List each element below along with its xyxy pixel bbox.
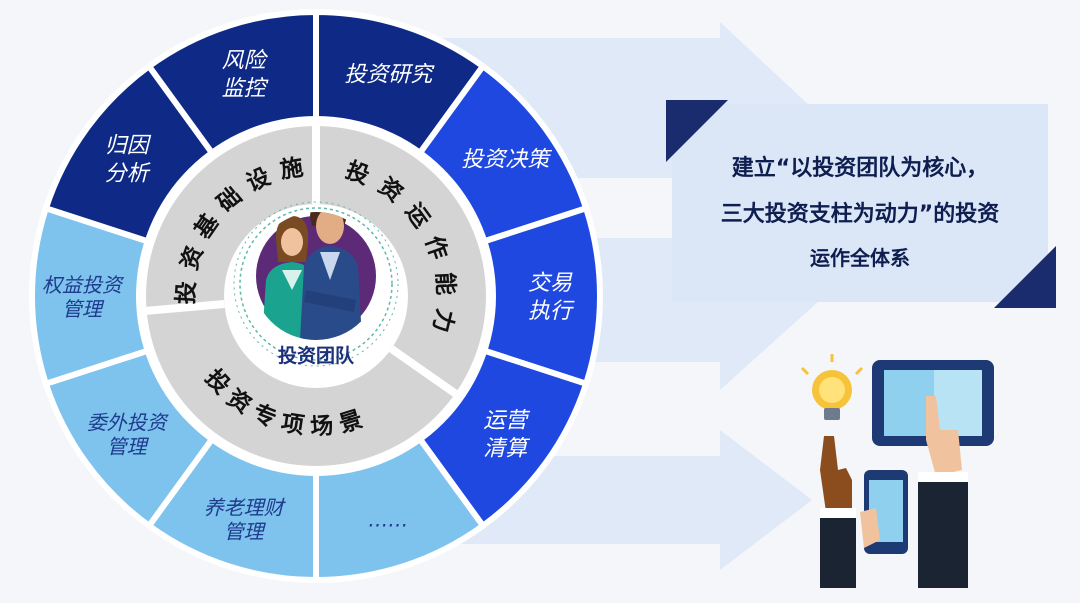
pointing-hand-right-icon [918, 396, 968, 588]
segment-label: 投资决策 [461, 147, 552, 172]
phone-icon [860, 470, 908, 554]
center-dashed-ring-outer [233, 201, 399, 367]
outer-ring [29, 8, 603, 584]
callout-line-1: 建立“以投资团队为核心， [731, 156, 989, 181]
pointing-hand-left-icon [820, 436, 856, 588]
team-people-icon [256, 212, 376, 340]
center-dashed-ring [239, 207, 393, 361]
segment-label: 权益投资管理 [42, 273, 125, 321]
inner-ring-dividers [144, 124, 460, 398]
callout-line-3: 运作全体系 [810, 246, 910, 270]
segment-label: 养老理财管理 [204, 496, 287, 544]
inner-divider [144, 300, 225, 315]
callout-corner-top-left [666, 100, 728, 162]
segment-label: …… [368, 508, 408, 532]
segment-label: 交易执行 [528, 271, 575, 324]
lightbulb-icon [800, 354, 864, 420]
inner-divider [389, 345, 460, 398]
segment-label: 运营清算 [483, 409, 530, 462]
arrow-shape-bottom [460, 430, 812, 570]
segment-label: 风险监控 [222, 48, 269, 101]
callout-box: 建立“以投资团队为核心， 三大投资支柱为动力”的投资 运作全体系 [666, 100, 1056, 308]
segment-label: 投资研究 [344, 62, 435, 87]
segment-label: 委外投资管理 [87, 411, 170, 459]
center-label: 投资团队 [278, 344, 355, 367]
segment-label: 归因分析 [105, 133, 152, 186]
callout-line-2: 三大投资支柱为动力”的投资 [720, 202, 1000, 227]
devices-illustration [800, 354, 994, 588]
callout-corner-bottom-right [994, 246, 1056, 308]
